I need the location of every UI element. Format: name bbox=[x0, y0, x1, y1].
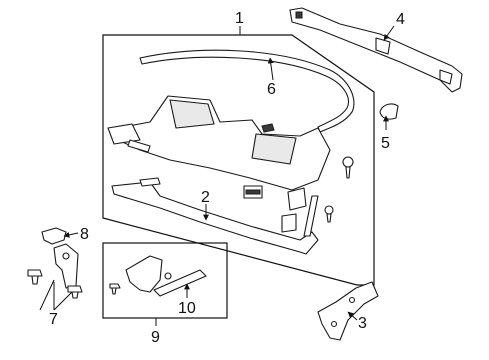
part-2-frame-rail[interactable] bbox=[111, 177, 319, 255]
part-7-bracket-bolts[interactable] bbox=[27, 243, 83, 299]
part-5-cap[interactable] bbox=[379, 103, 399, 120]
leader-4 bbox=[383, 25, 395, 41]
part-1-tonneau-tub[interactable] bbox=[107, 95, 331, 191]
callout-10: 10 bbox=[178, 300, 196, 317]
inset-frame-9 bbox=[102, 242, 228, 319]
callout-8: 8 bbox=[80, 226, 89, 243]
fastener-push-pin-2[interactable] bbox=[324, 205, 334, 223]
leader-7 bbox=[39, 279, 73, 311]
part-3-bracket[interactable] bbox=[317, 281, 379, 341]
callout-6: 6 bbox=[267, 81, 276, 98]
leader-8 bbox=[63, 231, 79, 238]
callout-5: 5 bbox=[381, 135, 390, 152]
fastener-strip-1[interactable] bbox=[303, 195, 319, 237]
fastener-clip-1[interactable] bbox=[243, 185, 263, 199]
callout-3: 3 bbox=[358, 315, 367, 332]
part-10-strip[interactable] bbox=[153, 269, 207, 297]
part-9-bolt[interactable] bbox=[109, 283, 121, 295]
part-8-clip[interactable] bbox=[41, 227, 67, 245]
callout-2: 2 bbox=[201, 189, 210, 206]
leader-6 bbox=[267, 57, 274, 81]
callout-1: 1 bbox=[235, 10, 244, 27]
assembly-frame bbox=[102, 34, 375, 286]
callout-4: 4 bbox=[396, 11, 405, 28]
fastener-push-pin-1[interactable] bbox=[342, 156, 354, 179]
callout-7: 7 bbox=[49, 311, 58, 328]
part-4-upper-rail[interactable] bbox=[289, 7, 463, 93]
part-9-pad[interactable] bbox=[125, 255, 172, 293]
leader-3 bbox=[347, 311, 358, 321]
callout-9: 9 bbox=[151, 329, 160, 346]
fastener-bracket-1[interactable] bbox=[281, 187, 307, 233]
